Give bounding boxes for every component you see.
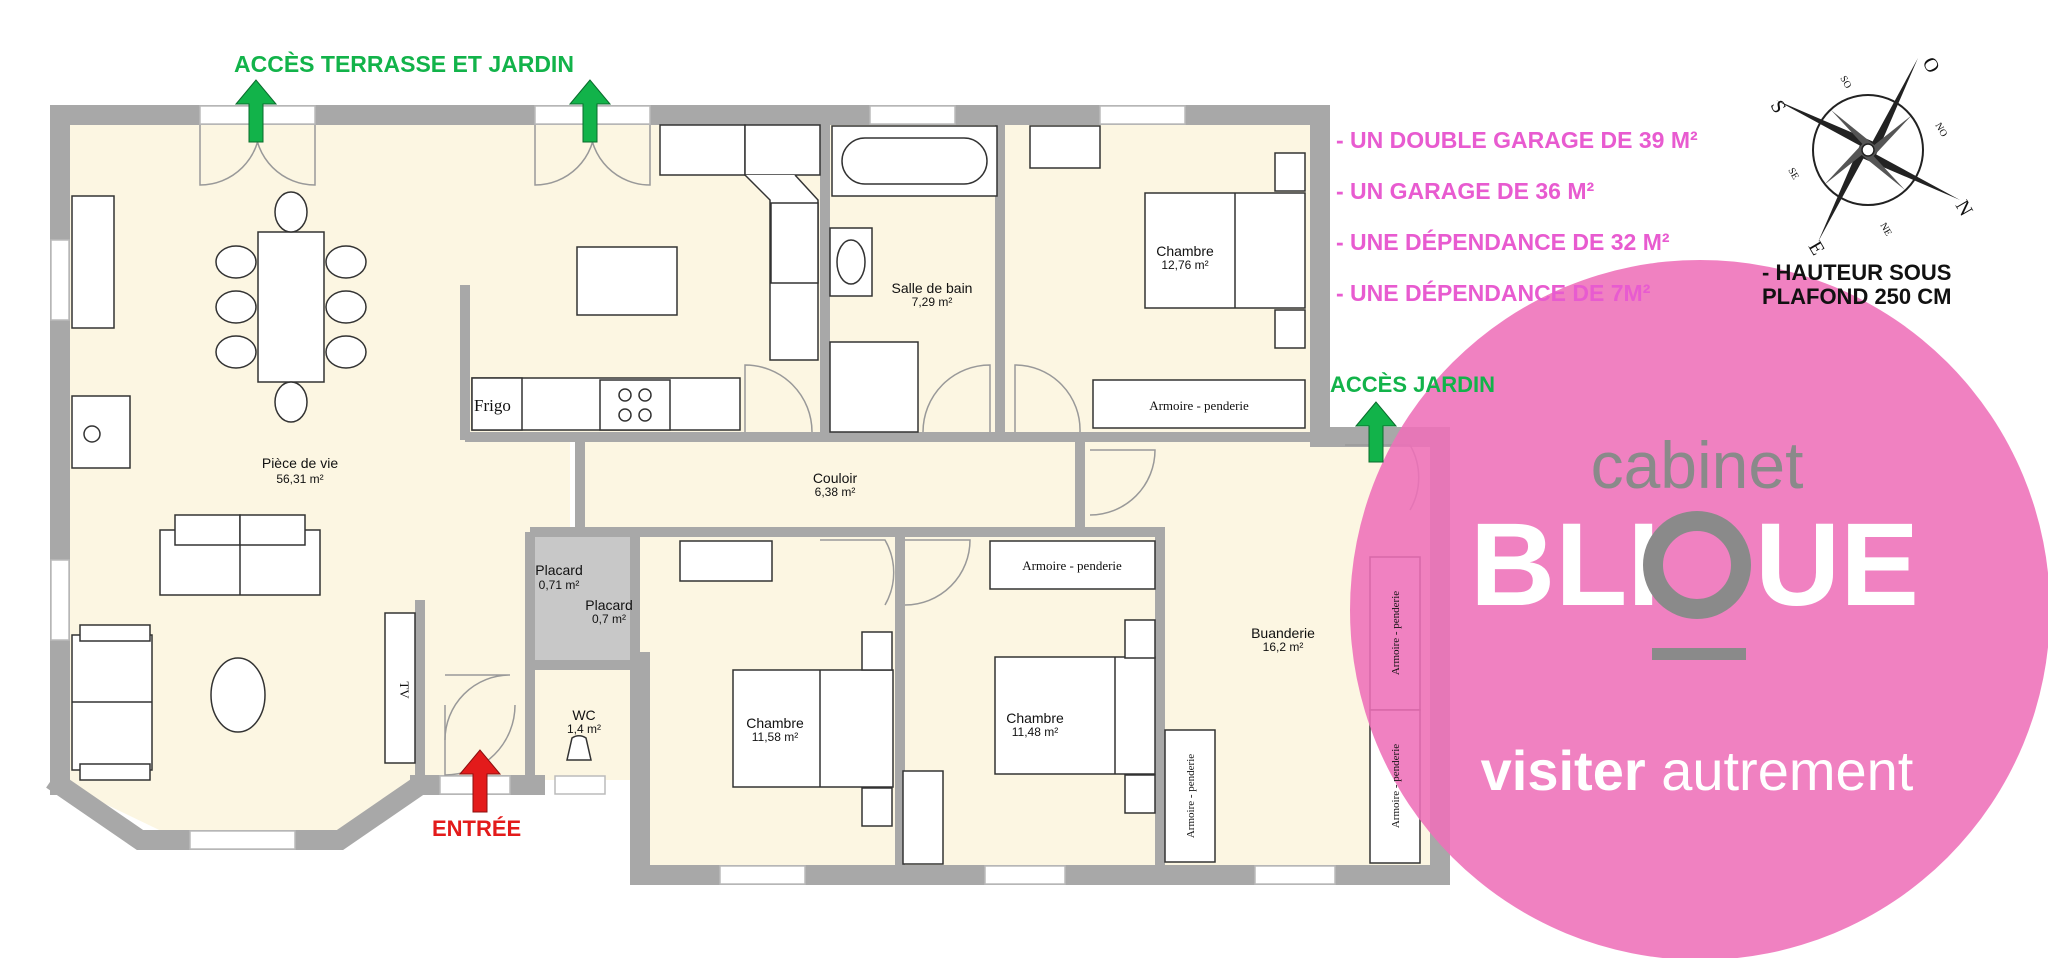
compass-s: S [1766,97,1791,118]
compass-n: N [1951,197,1977,221]
bed [1144,192,1306,309]
compass [1776,58,1960,242]
compass-e: E [1804,238,1829,260]
wardrobe-label-laundry-left: Armoire - penderie [1185,754,1197,838]
compass-o: O [1918,54,1944,78]
brand-q-ring [1643,511,1751,619]
room-laundry-area: 16,2 m² [1263,640,1304,654]
room-living-name: Pièce de vie [262,455,338,471]
arrow-terrace-right [568,79,612,143]
wardrobe-label-laundry-bottom: Armoire - penderie [1390,744,1402,828]
brand-bli: BLI [1470,499,1660,631]
room-bed3-area: 11,48 m² [1012,725,1058,739]
desk [679,540,773,582]
shower [829,341,919,433]
toilet [566,735,592,761]
arrow-garden [1354,401,1398,463]
feature-1: - UN DOUBLE GARAGE DE 39 M² [1336,127,1698,153]
access-arrows [234,79,1398,813]
room-wc-name: WC [572,707,595,723]
interior-walls [415,120,1325,870]
room-bed1-name: Chambre [1156,243,1214,259]
feature-4: - UNE DÉPENDANCE DE 7M² [1336,279,1651,306]
fridge-label: Frigo [474,396,511,415]
room-hall-area: 6,38 m² [815,485,856,499]
brand-badge: cabinet BLI UE visiter autrement [1350,260,2048,958]
access-labels: ACCÈS TERRASSE ET JARDIN ACCÈS JARDIN EN… [234,50,1495,841]
brand-q-tail [1652,648,1746,660]
brand-tagline: visiter autrement [1481,739,1914,802]
room-bed3-name: Chambre [1006,710,1064,726]
dining-table [257,231,325,383]
compass-no: NO [1932,121,1949,139]
room-bed2-name: Chambre [746,715,804,731]
bed [732,669,894,788]
kitchen-island [576,246,678,316]
bed [994,656,1156,775]
room-closet1-name: Placard [535,562,582,578]
room-closet2-area: 0,7 m² [592,612,626,626]
compass-ne: NE [1877,221,1893,238]
coffee-table [210,657,266,733]
tv-unit [384,612,416,764]
room-bath-area: 7,29 m² [912,295,953,309]
ceiling-line2: PLAFOND 250 CM [1762,284,1951,309]
room-closet2-name: Placard [585,597,632,613]
ceiling-line1: - HAUTEUR SOUS [1762,260,1951,285]
room-labels: Pièce de vie 56,31 m² Salle de bain 7,29… [262,243,1315,744]
feature-3: - UNE DÉPENDANCE DE 32 M² [1336,228,1670,255]
compass-se: SE [1785,166,1800,182]
wardrobe-label-bed3: Armoire - penderie [1022,558,1122,573]
arrow-entrance [458,749,502,813]
wardrobe-label-laundry-top: Armoire - penderie [1390,591,1402,675]
ceiling-note: - HAUTEUR SOUS PLAFOND 250 CM [1762,260,1951,309]
room-laundry-name: Buanderie [1251,625,1315,641]
room-closet1-area: 0,71 m² [539,578,580,592]
sideboard [71,195,115,329]
room-bed2-area: 11,58 m² [752,730,798,744]
access-garden: ACCÈS JARDIN [1330,372,1495,397]
furniture-labels: Frigo Armoire - penderie Armoire - pende… [397,396,1402,838]
room-wc-area: 1,4 m² [567,722,601,736]
wardrobe [989,540,1156,590]
wardrobe-label-bed1: Armoire - penderie [1149,398,1249,413]
room-bath-name: Salle de bain [892,280,973,296]
arrow-terrace-left [234,79,278,143]
fridge [471,377,523,431]
brand-tagline-bold: visiter [1481,739,1646,802]
room-living-area: 56,31 m² [276,472,323,486]
features-list: - UN DOUBLE GARAGE DE 39 M² - UN GARAGE … [1336,127,1698,306]
desk [902,770,944,865]
feature-2: - UN GARAGE DE 36 M² [1336,178,1594,204]
room-bed1-area: 12,76 m² [1161,258,1208,272]
tv-label: TV [397,681,412,699]
access-terrace-garden: ACCÈS TERRASSE ET JARDIN [234,50,574,77]
brand-ue: UE [1755,499,1919,631]
brand-cabinet: cabinet [1591,428,1804,502]
access-entrance: ENTRÉE [432,816,521,841]
room-hall-name: Couloir [813,470,858,486]
cooktop [599,379,671,431]
brand-tagline-light: autrement [1661,739,1914,802]
desk [1029,125,1101,169]
wardrobe [1092,379,1306,429]
stove [71,395,131,469]
wardrobe [1164,729,1216,863]
compass-so: SO [1837,74,1853,91]
